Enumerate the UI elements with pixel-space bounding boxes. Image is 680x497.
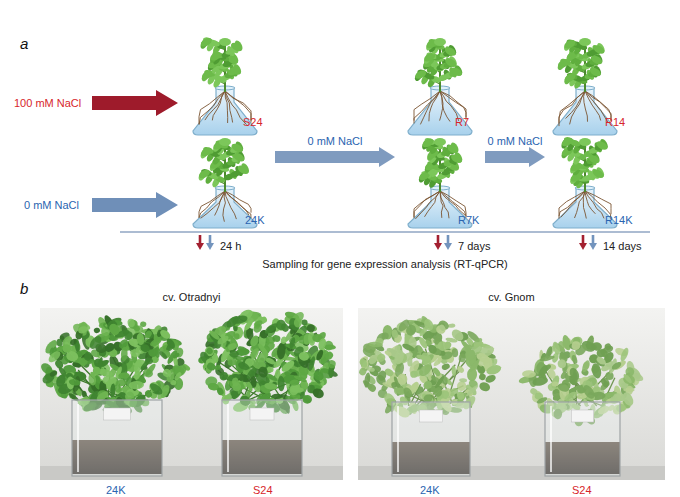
control-plant: R14K	[545, 158, 635, 234]
treated-plant: R7	[395, 36, 485, 158]
edge-label: 0 mM NaCl	[307, 135, 362, 147]
panel-b-photos	[39, 308, 665, 480]
cultivar-heading: cv. Gnom	[358, 291, 665, 303]
sampling-arrow	[579, 235, 587, 250]
treated-plant: S24	[185, 36, 275, 158]
salt-arrow	[92, 90, 178, 116]
cultivar-heading: cv. Otradnyi	[40, 291, 343, 303]
time-label: 24 h	[220, 240, 241, 252]
sample-label: R7K	[458, 214, 479, 226]
sampling-arrow	[589, 235, 597, 250]
photo-panel: cv. Gnom	[358, 290, 665, 480]
plant-photo	[40, 308, 343, 480]
control-plant: 24K	[185, 158, 275, 234]
panel-letter: b	[20, 281, 28, 298]
treatment-label: 0 mM NaCl	[24, 199, 79, 211]
sampling-arrow	[206, 235, 214, 250]
sample-label: 24K	[245, 214, 265, 226]
plant-photo	[358, 308, 665, 480]
photo-label: S24	[572, 484, 592, 496]
control-plant: R7K	[395, 158, 485, 234]
sampling-arrow	[444, 235, 452, 250]
timeline	[120, 231, 650, 232]
photo-label: S24	[253, 484, 273, 496]
transfer-arrow	[275, 147, 395, 167]
treatment-label: 100 mM NaCl	[14, 97, 81, 109]
sampling-arrow	[196, 235, 204, 250]
plant-in-flask	[408, 38, 472, 135]
transfer-arrow	[485, 147, 545, 167]
edge-label: 0 mM NaCl	[487, 135, 542, 147]
sampling-arrow	[434, 235, 442, 250]
sample-label: R7	[455, 116, 469, 128]
time-label: 14 days	[603, 240, 642, 252]
sample-label: R14	[605, 116, 625, 128]
photo-label: 24K	[420, 484, 440, 496]
sample-label: R14K	[605, 214, 633, 226]
panel-a-art	[92, 36, 650, 250]
axis-caption: Sampling for gene expression analysis (R…	[200, 258, 570, 270]
photo-label: 24K	[106, 484, 126, 496]
sample-label: S24	[243, 116, 263, 128]
panel-letter: a	[20, 36, 28, 53]
treated-plant: R14	[545, 36, 635, 158]
photo-panel: cv. Otradnyi	[40, 290, 343, 480]
control-arrow	[92, 192, 178, 218]
time-label: 7 days	[458, 240, 490, 252]
